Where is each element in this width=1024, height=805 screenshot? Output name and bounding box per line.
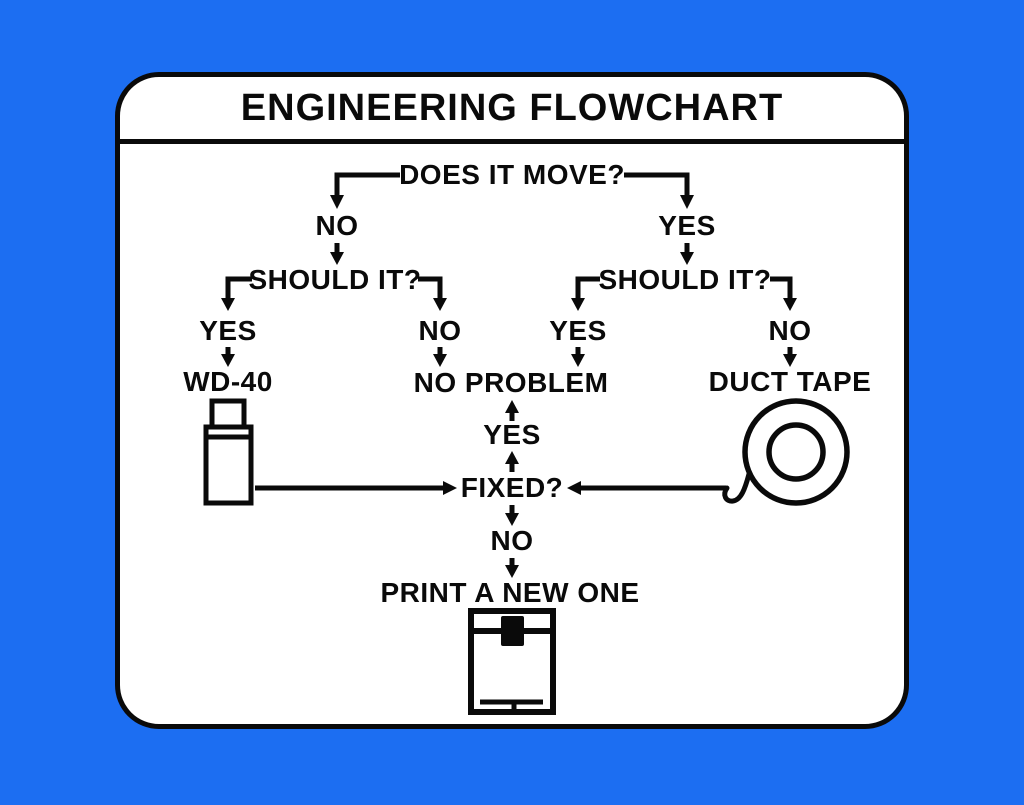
arrow-fixed-down-to-no xyxy=(505,505,519,526)
node-does-it-move: DOES IT MOVE? xyxy=(399,159,625,190)
node-no-noproblem: NO xyxy=(418,315,462,346)
arrow-ducttape-to-fixed xyxy=(567,481,726,495)
node-print-a-new-one: PRINT A NEW ONE xyxy=(380,577,640,608)
arrow-no-down-to-print xyxy=(505,558,519,578)
branch-does-move-yes xyxy=(624,172,694,209)
node-should-it-right: SHOULD IT? xyxy=(598,264,772,295)
arrow-yes-to-wd40 xyxy=(221,347,235,367)
branch-should-right-no xyxy=(770,276,797,311)
node-duct-tape: DUCT TAPE xyxy=(708,366,872,397)
3d-printer-icon xyxy=(468,608,556,715)
node-no-fixed: NO xyxy=(490,525,534,556)
arrow-yes-to-should-right xyxy=(680,243,694,265)
node-no-problem: NO PROBLEM xyxy=(413,367,609,398)
title-bar: ENGINEERING FLOWCHART xyxy=(120,77,904,144)
arrow-no-to-ducttape xyxy=(783,347,797,367)
node-yes-noproblem: YES xyxy=(549,315,607,346)
branch-should-left-yes xyxy=(221,276,252,311)
node-yes-fixed: YES xyxy=(483,419,541,450)
node-no-ducttape: NO xyxy=(768,315,812,346)
node-should-it-left: SHOULD IT? xyxy=(248,264,422,295)
branch-does-move-no xyxy=(330,172,400,209)
arrow-yes-up-to-noproblem xyxy=(505,400,519,421)
node-wd40: WD-40 xyxy=(183,366,273,397)
node-yes-right: YES xyxy=(658,210,716,241)
node-fixed: FIXED? xyxy=(460,472,564,503)
arrow-wd40-to-fixed xyxy=(255,481,457,495)
arrow-no-to-noproblem xyxy=(433,347,447,367)
arrow-fixed-up-to-yes xyxy=(505,451,519,472)
branch-should-right-yes xyxy=(571,276,600,311)
branch-should-left-no xyxy=(418,276,447,311)
node-yes-wd40: YES xyxy=(199,315,257,346)
node-no-left: NO xyxy=(315,210,359,241)
arrow-yes-to-noproblem xyxy=(571,347,585,367)
poster-title: ENGINEERING FLOWCHART xyxy=(240,86,784,129)
wd40-can-icon xyxy=(203,398,254,506)
arrow-no-to-should-left xyxy=(330,243,344,265)
duct-tape-roll-icon xyxy=(722,398,850,506)
